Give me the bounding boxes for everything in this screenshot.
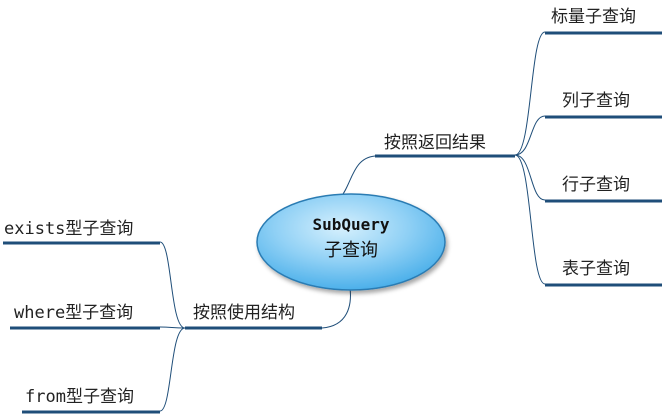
connector-structure-to-from [159,327,186,412]
connector-result-to-row [514,154,546,201]
center-node[interactable]: SubQuery 子查询 [256,193,446,291]
leaf-scalar-subquery[interactable]: 标量子查询 [545,7,662,35]
connector-structure-to-where [159,326,186,329]
leaf-column-subquery-label: 列子查询 [562,91,630,111]
connector-center-to-by-structure [321,287,351,329]
branch-by-structure[interactable]: 按照使用结构 [185,302,322,330]
branch-by-result[interactable]: 按照返回结果 [375,133,515,158]
leaf-where-keyword: where [14,303,65,323]
leaf-column-subquery[interactable]: 列子查询 [545,91,662,119]
leaf-where-subquery-label: where型子查询 [14,303,133,323]
leaf-scalar-subquery-label: 标量子查询 [551,7,636,27]
connector-result-to-scalar [514,31,546,156]
connector-center-to-by-result [339,155,376,199]
leaf-where-subquery[interactable]: where型子查询 [10,303,160,330]
leaf-from-suffix: 型子查询 [66,387,134,407]
branch-by-structure-label: 按照使用结构 [193,302,295,323]
connector-result-to-table [514,154,546,285]
leaf-table-subquery[interactable]: 表子查询 [545,259,662,287]
connector-result-to-column [514,115,546,156]
leaf-from-subquery[interactable]: from型子查询 [22,387,160,414]
connector-structure-to-exists [159,241,186,329]
leaf-exists-keyword: exists [4,219,65,239]
leaf-exists-subquery-label: exists型子查询 [4,219,133,239]
center-node-subtitle: 子查询 [324,240,378,261]
leaf-exists-subquery[interactable]: exists型子查询 [3,219,160,245]
branch-by-result-label: 按照返回结果 [384,133,486,153]
leaf-from-subquery-label: from型子查询 [25,387,134,407]
leaf-from-keyword: from [25,387,66,407]
leaf-row-subquery-label: 行子查询 [562,175,630,195]
leaf-exists-suffix: 型子查询 [65,219,133,239]
center-node-shape [256,193,446,291]
leaf-table-subquery-label: 表子查询 [562,259,630,279]
leaf-where-suffix: 型子查询 [65,303,133,323]
leaf-row-subquery[interactable]: 行子查询 [545,175,662,203]
center-node-title: SubQuery [312,215,389,234]
